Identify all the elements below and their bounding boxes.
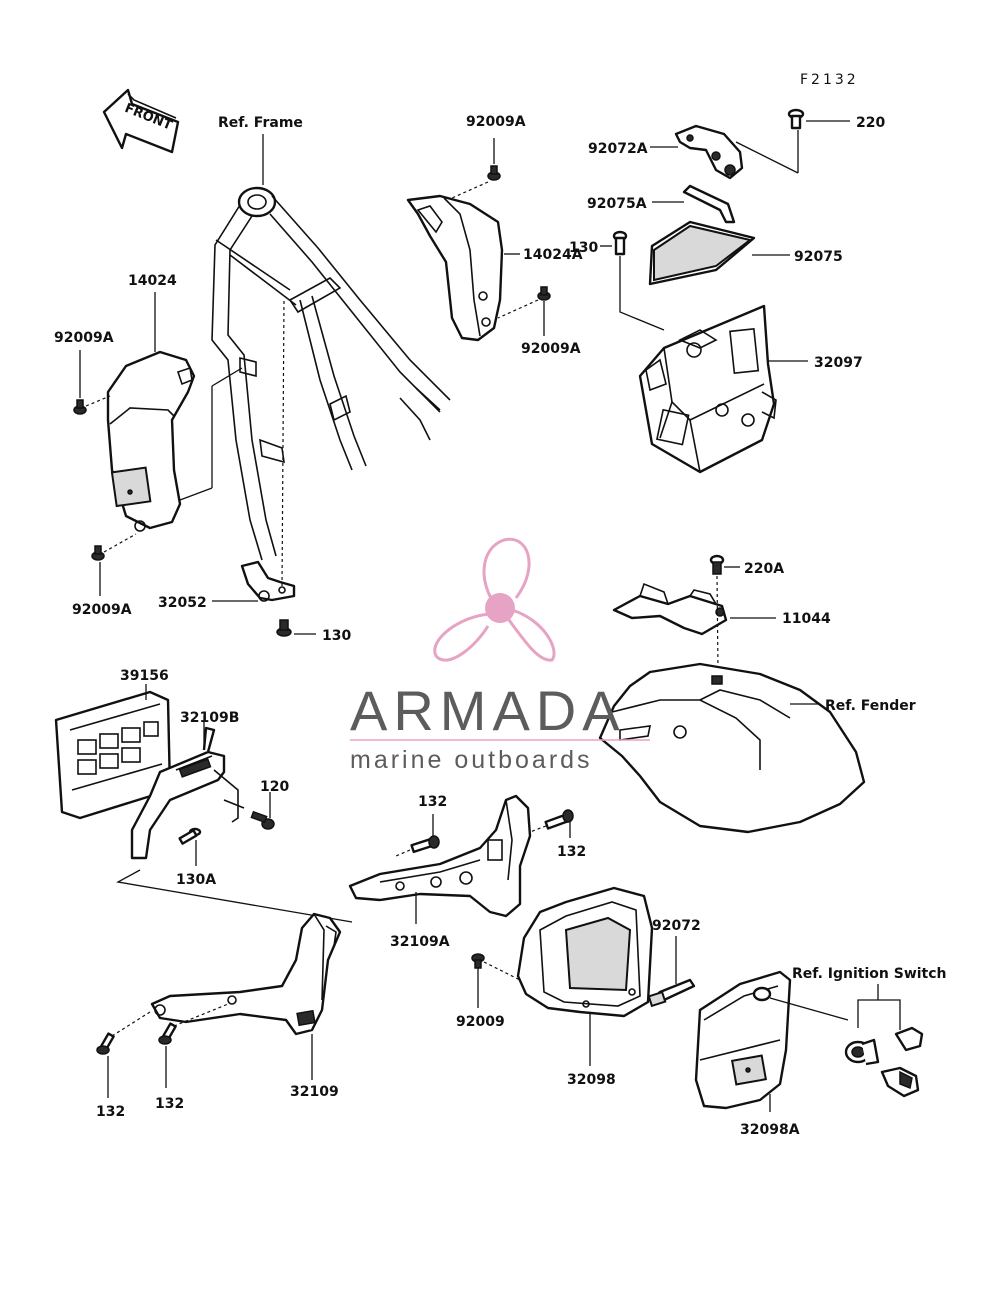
battery-case-32097 [638, 304, 808, 474]
step-bracket-32109 [150, 912, 342, 1080]
label-32109A: 32109A [390, 934, 450, 950]
bolt-92009A-mid [497, 286, 551, 336]
label-92009A-bottom: 92009A [72, 602, 132, 618]
armada-watermark: ARMADA marine outboards [350, 537, 650, 774]
bolt-132-bottom-mid [158, 1003, 229, 1088]
bolt-130A [178, 827, 202, 866]
label-92075: 92075 [794, 249, 843, 265]
bolt-92009A-bottom [91, 533, 137, 596]
rear-fender-reference [598, 662, 866, 834]
label-32109B: 32109B [180, 710, 239, 726]
bolt-130-battery [600, 230, 665, 331]
bolt-92009A-top [451, 138, 501, 199]
ignition-leader [857, 999, 901, 1030]
step-bracket-32109B [130, 716, 245, 860]
bolt-92009 [471, 953, 521, 1008]
label-92072: 92072 [652, 918, 701, 934]
label-130-bracket: 130 [322, 628, 351, 644]
label-14024: 14024 [128, 273, 177, 289]
propeller-logo-icon [433, 537, 556, 662]
label-130-battery: 130 [569, 240, 598, 256]
label-39156: 39156 [120, 668, 169, 684]
label-11044: 11044 [782, 611, 831, 627]
label-32097: 32097 [814, 355, 863, 371]
label-92009A-mid: 92009A [521, 341, 581, 357]
bolt-130-bracket [276, 619, 316, 637]
figure-code: F2132 [800, 72, 859, 88]
ignition-key-icon [880, 1026, 924, 1098]
battery-pad-92075 [648, 220, 790, 286]
label-92009: 92009 [456, 1014, 505, 1030]
bracket-11044 [612, 575, 776, 671]
step-bracket-32109A [348, 794, 532, 924]
bolt-132-center-right [529, 809, 574, 838]
bolt-92009A-left [73, 350, 111, 415]
tool-box-32098 [516, 886, 654, 1066]
label-32109: 32109 [290, 1084, 339, 1100]
side-cover-14024 [106, 292, 243, 532]
label-120: 120 [260, 779, 289, 795]
label-132-center-left: 132 [418, 794, 447, 810]
ignition-switch-icon [844, 1038, 880, 1066]
label-92075A: 92075A [587, 196, 647, 212]
bolt-220 [787, 108, 850, 130]
strap-92072 [647, 936, 696, 1008]
side-cover-14024A [406, 194, 504, 342]
front-arrow-icon: FRONT [102, 88, 180, 154]
assembly-bracket-lines [116, 869, 353, 923]
bracket-32052 [212, 299, 296, 602]
ref-frame-label: Ref. Frame [218, 115, 303, 131]
bolt-120 [250, 792, 275, 830]
label-92009A-top: 92009A [466, 114, 526, 130]
battery-band-92075A [652, 184, 736, 224]
ref-fender-label: Ref. Fender [825, 698, 916, 714]
frame-reference: Ref. Frame [211, 115, 451, 561]
watermark-tagline: marine outboards [350, 746, 593, 774]
battery-strap-clamp-92072A [650, 124, 799, 180]
label-32098: 32098 [567, 1072, 616, 1088]
label-32098A: 32098A [740, 1122, 800, 1138]
label-220A: 220A [744, 561, 784, 577]
label-132-bottom-left: 132 [96, 1104, 125, 1120]
bolt-132-bottom-left [96, 1011, 151, 1098]
watermark-brand: ARMADA [350, 679, 626, 742]
label-130A: 130A [176, 872, 216, 888]
label-92009A-left: 92009A [54, 330, 114, 346]
ref-ignition-label: Ref. Ignition Switch [792, 966, 947, 982]
label-14024A: 14024A [523, 247, 583, 263]
label-220: 220 [856, 115, 885, 131]
label-132-center-right: 132 [557, 844, 586, 860]
bolt-132-center-left [395, 814, 440, 857]
label-92072A: 92072A [588, 141, 648, 157]
label-32052: 32052 [158, 595, 207, 611]
tool-box-cover-32098A [694, 970, 849, 1112]
label-132-bottom-mid: 132 [155, 1096, 184, 1112]
bolt-220A [709, 554, 740, 575]
